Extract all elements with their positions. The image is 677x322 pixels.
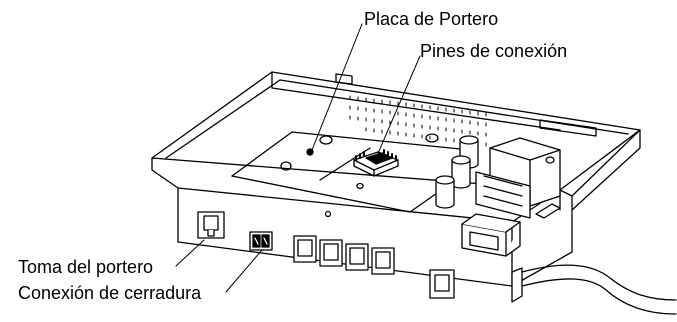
label-connection-pins: Pines de conexión: [420, 41, 568, 61]
screw-hole: [324, 210, 332, 218]
enclosure-box: [151, 71, 641, 287]
side-jack: [429, 269, 455, 299]
intercom-jack: [197, 211, 225, 239]
relay-block: [461, 213, 521, 257]
vent-holes: [349, 95, 487, 147]
label-lock-connection: Conexión de cerradura: [18, 283, 202, 303]
capacitors: [435, 135, 479, 209]
lock-terminal: [249, 231, 273, 251]
resistor: [535, 203, 561, 219]
modular-jacks: [293, 235, 395, 275]
connection-pins: [353, 149, 399, 177]
label-intercom-jack: Toma del portero: [18, 257, 154, 277]
transformer: [475, 137, 561, 219]
leader-lines: [175, 23, 421, 293]
intercom-board: [231, 131, 471, 213]
power-cable: [511, 264, 677, 315]
label-intercom-board: Placa de Portero: [364, 9, 499, 29]
